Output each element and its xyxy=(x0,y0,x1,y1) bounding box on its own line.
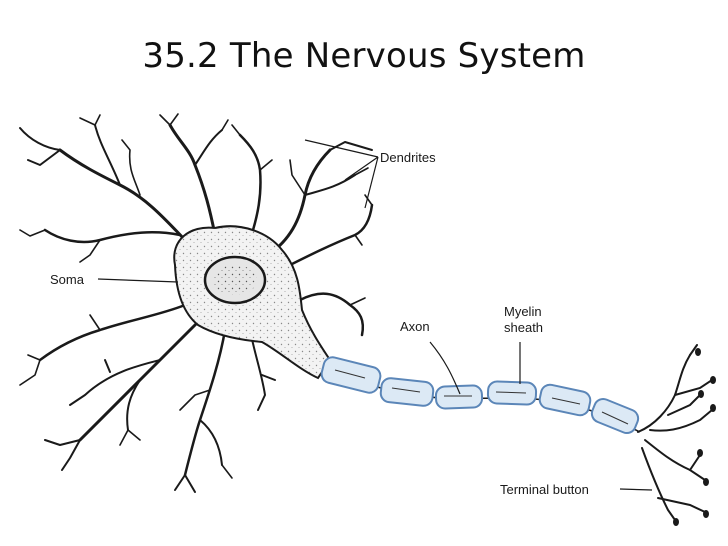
label-myelin-line2: sheath xyxy=(504,320,544,335)
label-terminal-button: Terminal button xyxy=(500,482,589,497)
leader-lines xyxy=(97,139,653,491)
label-dendrites: Dendrites xyxy=(380,150,436,165)
neuron-diagram xyxy=(19,113,716,526)
label-axon: Axon xyxy=(400,319,430,334)
dendrites-group xyxy=(19,113,374,493)
label-myelin-line1: Myelin xyxy=(504,304,542,319)
slide-title: 35.2 The Nervous System xyxy=(142,36,586,76)
terminal-branches xyxy=(637,344,713,521)
label-soma: Soma xyxy=(50,272,84,287)
myelin-sheath xyxy=(320,356,641,435)
terminal-buttons xyxy=(673,348,716,526)
